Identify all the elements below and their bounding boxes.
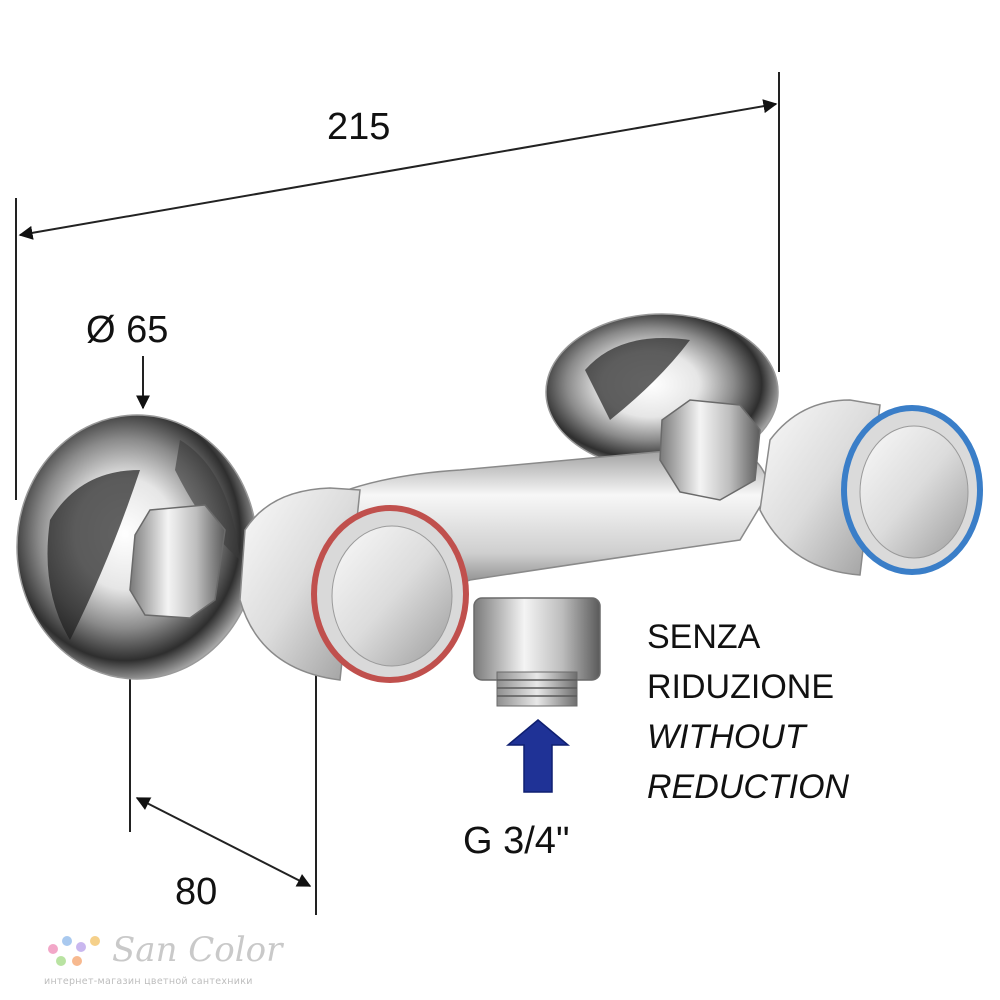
color-dot-icon xyxy=(76,942,86,952)
outlet-connector xyxy=(473,597,601,707)
note-line-4: REDUCTION xyxy=(647,768,850,806)
thread-size-label: G 3/4" xyxy=(463,820,570,862)
brand-watermark: San Color интернет-магазин цветной санте… xyxy=(44,930,304,990)
right-hex-nut xyxy=(659,399,761,501)
overall-width-label: 215 xyxy=(327,106,391,148)
reduction-note: SENZA RIDUZIONE WITHOUT REDUCTION xyxy=(647,612,849,812)
color-dot-icon xyxy=(48,944,58,954)
dimension-line-80 xyxy=(135,797,312,887)
center-distance-label: 80 xyxy=(175,871,218,913)
hot-valve-handle xyxy=(239,487,469,683)
note-line-3: WITHOUT xyxy=(647,718,806,756)
brand-tagline: интернет-магазин цветной сантехники xyxy=(44,976,253,987)
color-dot-icon xyxy=(72,956,82,966)
inlet-arrow-icon xyxy=(505,719,571,793)
left-hex-nut xyxy=(129,504,226,619)
dimension-line-215 xyxy=(18,99,778,240)
color-dot-icon xyxy=(62,936,72,946)
note-line-1: SENZA xyxy=(647,618,761,656)
note-line-2: RIDUZIONE xyxy=(647,668,834,706)
cold-valve-handle xyxy=(759,399,983,576)
diameter-label: Ø 65 xyxy=(86,309,169,351)
color-dot-icon xyxy=(90,936,100,946)
brand-name: San Color xyxy=(112,930,283,970)
color-dot-icon xyxy=(56,956,66,966)
